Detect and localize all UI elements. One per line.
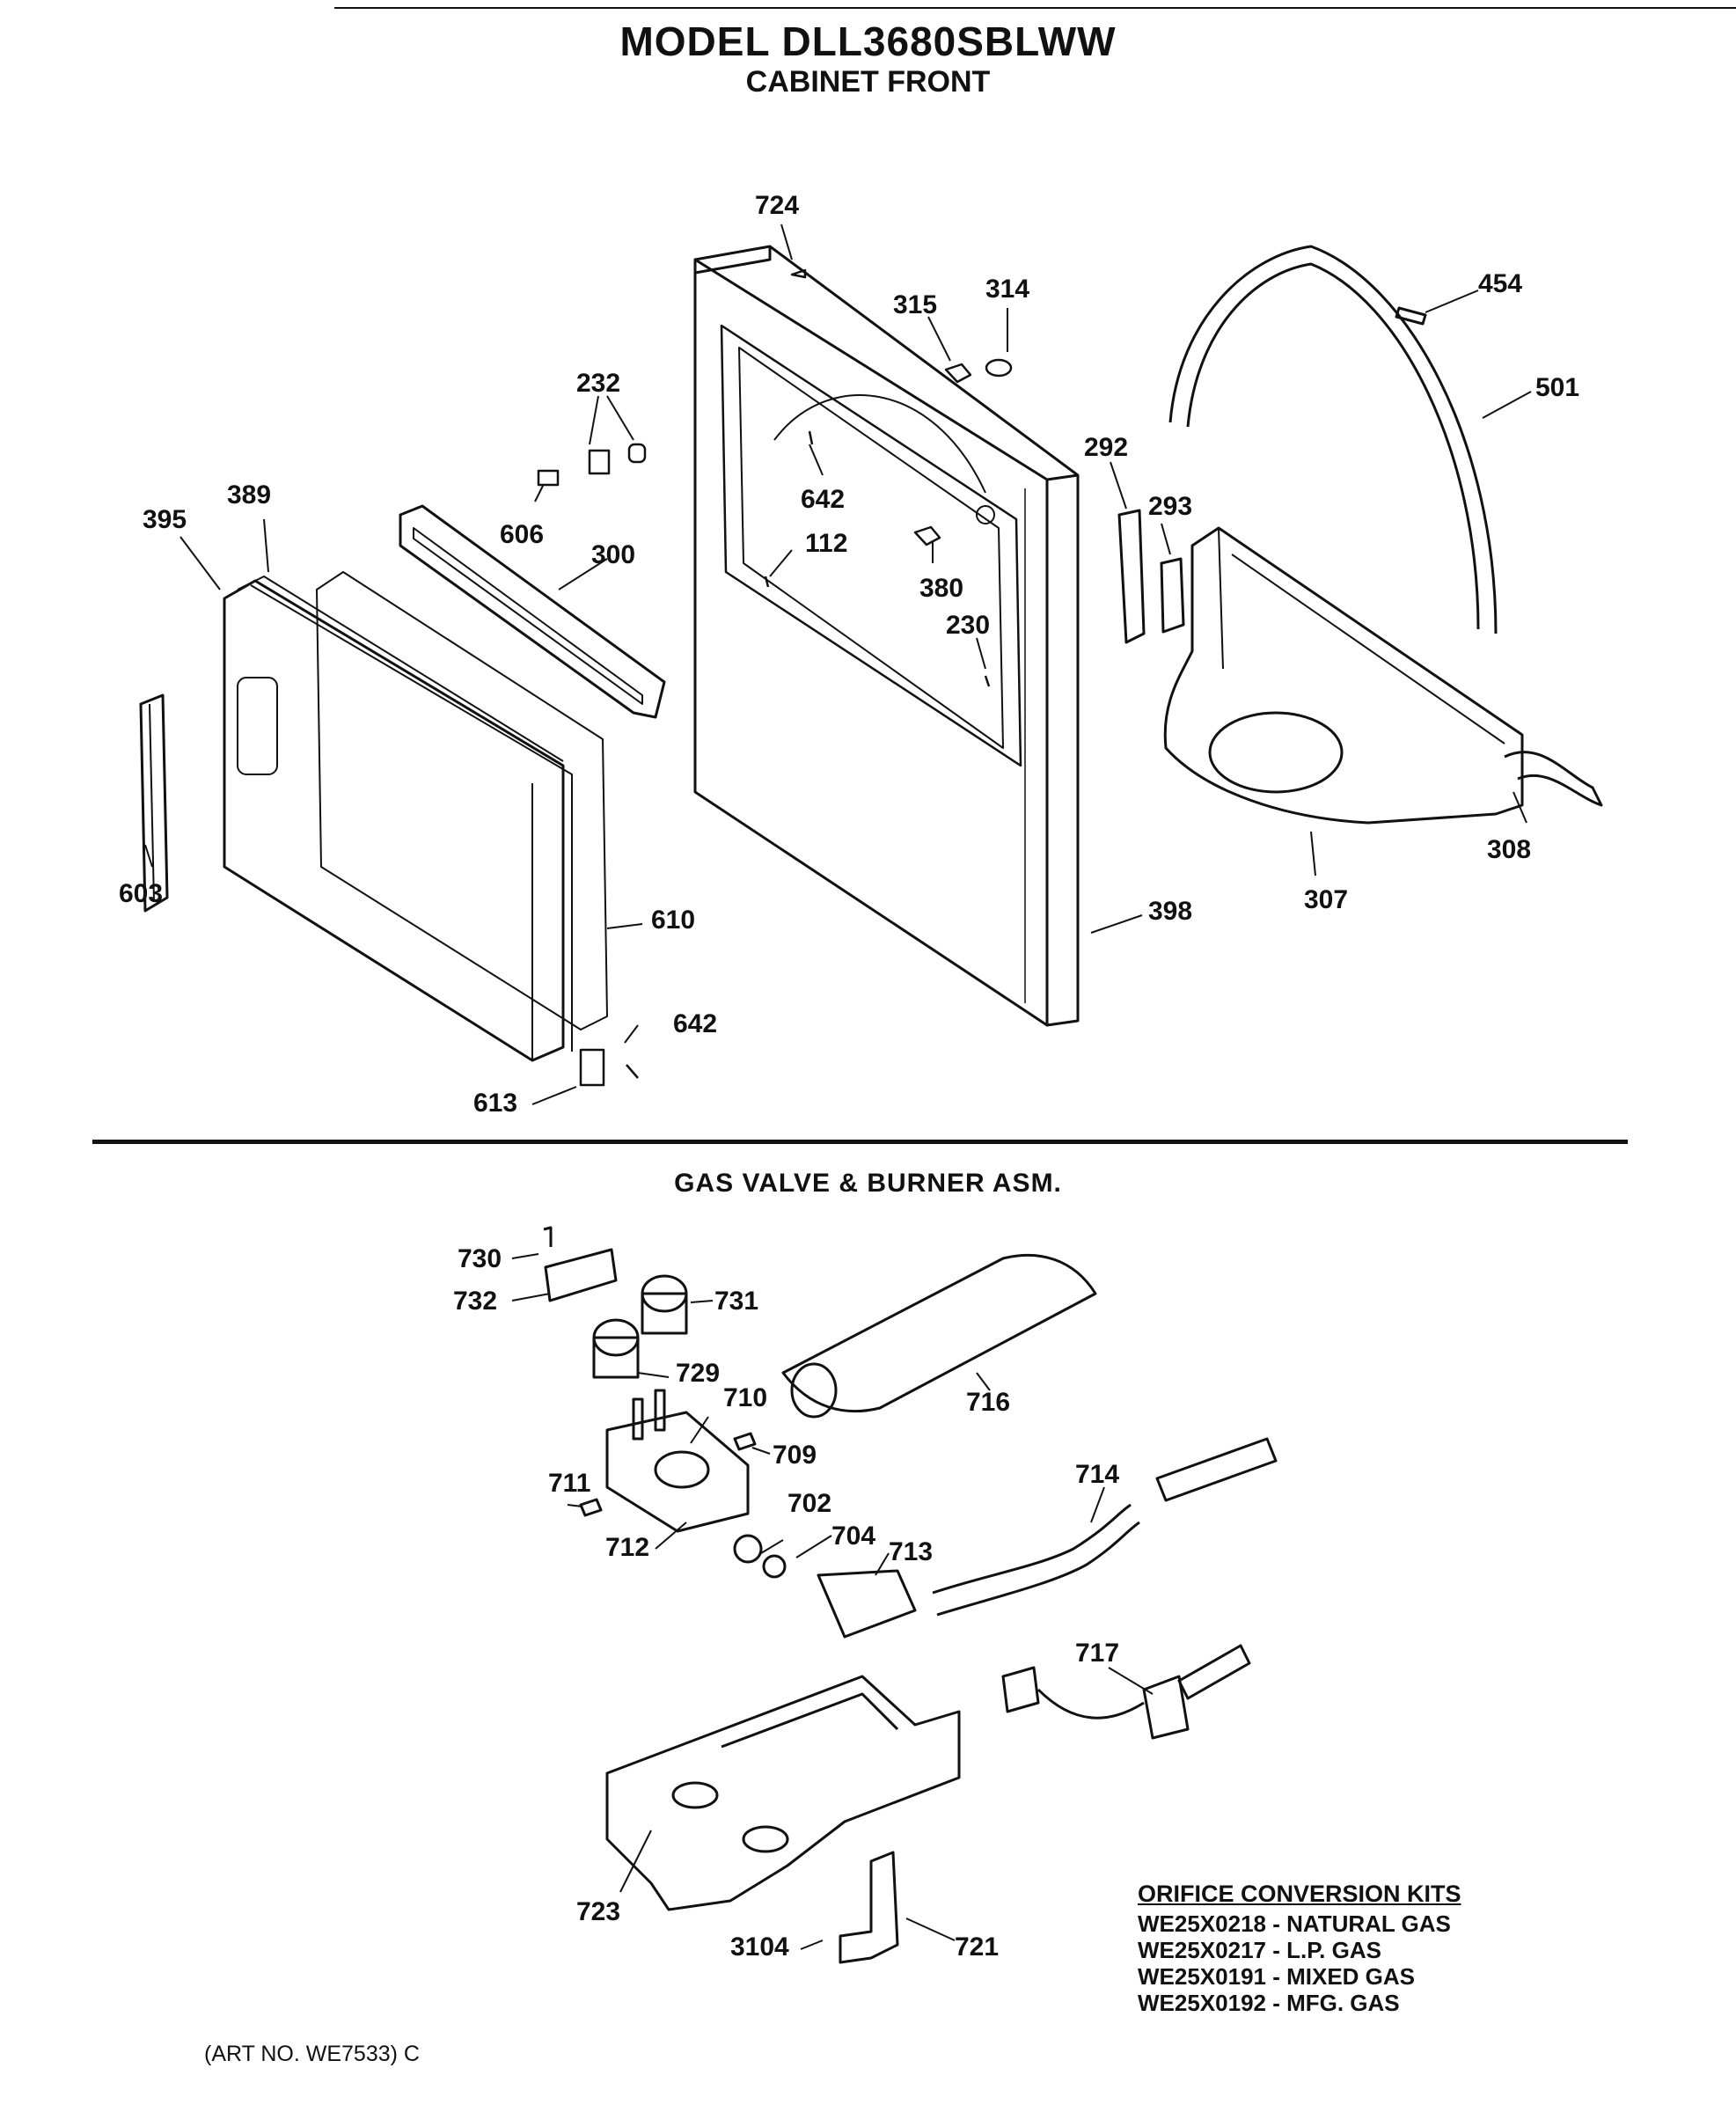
orifice-kit-item: WE25X0217 - L.P. GAS	[1138, 1937, 1381, 1963]
part-label: 716	[966, 1388, 1010, 1417]
drum-front-bearing	[1163, 526, 1524, 825]
cabinet-front-panel	[693, 245, 1080, 1027]
part-label: 713	[889, 1537, 933, 1566]
part-label: 398	[1148, 897, 1192, 926]
part-label: 300	[591, 540, 635, 569]
model-title: MODEL DLL3680SBLWW	[619, 18, 1117, 64]
part-label: 642	[801, 485, 845, 514]
part-label: 315	[893, 290, 937, 319]
part-label: 717	[1075, 1639, 1119, 1668]
part-label: 711	[548, 1469, 590, 1498]
part-label: 501	[1535, 373, 1579, 402]
part-label: 307	[1304, 885, 1348, 914]
part-label: 714	[1075, 1460, 1119, 1489]
part-label: 732	[453, 1287, 497, 1316]
part-label: 642	[673, 1009, 717, 1038]
part-label: 724	[755, 191, 799, 220]
leader-lines	[144, 224, 1532, 1950]
part-label: 112	[805, 529, 847, 558]
part-label: 3104	[730, 1932, 789, 1962]
gas-valve-assembly	[543, 1226, 1278, 1639]
part-label: 712	[605, 1533, 649, 1562]
art-number: (ART NO. WE7533) C	[204, 2042, 420, 2066]
part-label: 613	[473, 1089, 517, 1118]
part-label: 729	[676, 1359, 720, 1388]
part-label: 610	[651, 906, 695, 935]
door-assembly	[223, 571, 608, 1062]
orifice-kit-item: WE25X0218 - NATURAL GAS	[1138, 1910, 1451, 1937]
burner-bracket	[605, 1675, 961, 1911]
part-label: 292	[1084, 433, 1128, 462]
small-parts-cabinet	[537, 268, 1013, 1087]
part-label: 606	[500, 520, 544, 549]
part-label: 723	[576, 1897, 620, 1926]
orifice-kit-item: WE25X0192 - MFG. GAS	[1138, 1990, 1400, 2016]
part-label: 731	[714, 1287, 758, 1316]
orifice-kits-table: ORIFICE CONVERSION KITS WE25X0218 - NATU…	[1138, 1881, 1461, 2016]
orifice-kit-item: WE25X0191 - MIXED GAS	[1138, 1963, 1415, 1990]
part-label: 395	[143, 505, 187, 534]
part-label: 730	[458, 1244, 502, 1273]
part-label: 454	[1478, 269, 1522, 298]
drum-arc	[1168, 245, 1498, 634]
burner-tube	[781, 1253, 1097, 1419]
part-label: 389	[227, 480, 271, 510]
part-label: 230	[946, 611, 990, 640]
duct-seal	[1504, 751, 1603, 807]
vent-duct	[399, 504, 666, 719]
igniter	[1001, 1644, 1251, 1740]
orifice-kits-heading: ORIFICE CONVERSION KITS	[1138, 1881, 1461, 1907]
part-label: 308	[1487, 835, 1531, 864]
part-label: 603	[119, 879, 163, 908]
section-title-gas-valve: GAS VALVE & BURNER ASM.	[674, 1169, 1062, 1198]
part-label: 380	[919, 574, 963, 603]
section-title-cabinet-front: CABINET FRONT	[745, 65, 991, 99]
part-label: 709	[773, 1441, 817, 1470]
part-label: 702	[787, 1489, 831, 1518]
part-label: 314	[985, 275, 1029, 304]
door-handle	[139, 693, 169, 913]
top-rule	[334, 7, 1736, 9]
mounting-bracket	[839, 1851, 899, 1964]
part-label: 721	[955, 1932, 999, 1962]
brackets	[1117, 509, 1185, 644]
part-label: 232	[576, 369, 620, 398]
gas-part-labels: 730 732 731 729 710 716 709 711 714 702 …	[453, 1244, 1119, 1962]
cabinet-part-labels: 724 315 314 454 501 232 292 642 293 389 …	[119, 191, 1579, 1118]
part-label: 710	[723, 1383, 767, 1412]
part-label: 704	[831, 1522, 875, 1551]
part-label: 293	[1148, 492, 1192, 521]
section-divider	[92, 1140, 1628, 1144]
